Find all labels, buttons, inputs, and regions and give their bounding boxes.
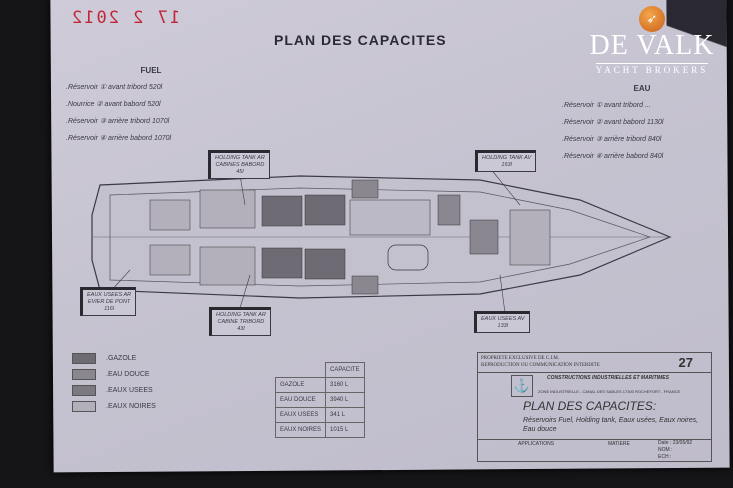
list-item: .Réservoir ④ arrière babord 840l	[562, 153, 664, 160]
plan-subtitle: Réservoirs Fuel, Holding tank, Eaux usée…	[523, 417, 699, 433]
tank-fuel	[261, 247, 303, 279]
company-address: ZONE INDUSTRIELLE - CANAL DES SABLES 173…	[538, 389, 681, 394]
tag-line: CABINES BABORD	[215, 162, 265, 168]
repro-text: REPRODUCTION OU COMMUNICATION INTERDITE	[481, 363, 600, 368]
legend-item: .GAZOLE	[72, 350, 156, 366]
ech-field: ECH :	[658, 454, 672, 460]
list-item: .Réservoir ① avant tribord 520l	[66, 84, 163, 91]
bird-logo-icon: ➶	[639, 6, 665, 32]
legend-label: .EAUX NOIRES	[106, 402, 156, 410]
legend-label: .GAZOLE	[106, 354, 137, 362]
tag-line: HOLDING TANK AR	[216, 312, 266, 318]
tank-water	[437, 194, 461, 226]
nom-field: NOM :	[658, 447, 673, 453]
tank-fuel	[304, 194, 346, 226]
tag-holding-ar-babord: HOLDING TANK AR CABINES BABORD 45l	[208, 150, 270, 179]
tag-line: HOLDING TANK AR	[215, 155, 265, 161]
legend-item: .EAU DOUCE	[72, 366, 156, 382]
page-title: PLAN DES CAPACITES	[274, 32, 447, 48]
tank-water	[351, 275, 379, 295]
legend: .GAZOLE .EAU DOUCE .EAUX USEES .EAUX NOI…	[72, 350, 156, 414]
date-field: Date : 23/05/92	[658, 440, 693, 446]
fuel-list: FUEL .Réservoir ① avant tribord 520l .No…	[66, 62, 236, 147]
watermark-name: DE VALK	[589, 30, 715, 61]
tank-black	[199, 246, 256, 286]
tag-eaux-usees-ar: EAUX USEES AR EVIER DE PONT 116l	[80, 287, 137, 316]
legend-label: .EAUX USEES	[106, 386, 153, 394]
eau-list: EAU .Réservoir ① avant tribord ... .Rése…	[562, 80, 722, 165]
legend-label: .EAU DOUCE	[106, 370, 150, 378]
cockpit	[349, 199, 431, 236]
tag-line: 133l	[497, 323, 508, 329]
list-item: .Nourrice ② avant babord 520l	[66, 101, 161, 108]
title-block: PROPRIETE EXCLUSIVE DE C.I.M. REPRODUCTI…	[477, 352, 712, 462]
tag-eaux-usees-av: EAUX USEES AV 133l	[474, 311, 530, 333]
company-name: CONSTRUCTIONS INDUSTRIELLES ET MARITIMES	[547, 375, 669, 381]
tank-fuel	[261, 195, 303, 227]
list-item: .Réservoir ② avant babord 1130l	[562, 119, 664, 126]
tag-line: CABINE TRIBORD	[217, 319, 265, 325]
saloon-table	[387, 244, 429, 271]
tank-fuel	[304, 248, 346, 280]
tag-line: 153l	[501, 162, 512, 168]
tank-black	[149, 199, 191, 231]
legend-item: .EAUX USEES	[72, 382, 156, 398]
plan-title: PLAN DES CAPACITES:	[523, 399, 657, 413]
tank-black	[199, 189, 256, 229]
tag-holding-ar-tribord: HOLDING TANK AR CABINE TRIBORD 43l	[209, 307, 271, 336]
fuel-heading: FUEL	[140, 66, 162, 75]
tag-line: EAUX USEES AR	[87, 292, 132, 298]
column-header: CAPACITE	[325, 362, 365, 378]
matiere-label: MATIERE	[608, 441, 630, 447]
applications-label: APPLICATIONS	[518, 441, 555, 447]
tag-line: 45l	[236, 169, 244, 175]
tag-holding-av: HOLDING TANK AV 153l	[475, 150, 537, 172]
owner-text: PROPRIETE EXCLUSIVE DE C.I.M.	[481, 356, 560, 361]
tag-line: EAUX USEES AV	[481, 316, 525, 322]
list-item: .Réservoir ④ arrière babord 1070l	[66, 135, 172, 142]
devalk-watermark: ➶ DE VALK YACHT BROKERS	[582, 6, 722, 78]
tag-line: 116l	[104, 306, 115, 312]
tag-line: HOLDING TANK AV	[482, 155, 532, 161]
drawing-number: 27	[678, 355, 693, 370]
tank-water	[351, 179, 379, 199]
list-item: .Réservoir ① avant tribord ...	[562, 102, 651, 109]
legend-item: .EAUX NOIRES	[72, 398, 156, 414]
tag-line: 43l	[237, 326, 245, 332]
tank-black	[509, 209, 551, 266]
eau-heading: EAU	[633, 84, 651, 93]
cim-logo-icon: ⚓	[511, 375, 533, 397]
tag-line: EVIER DE PONT	[87, 299, 131, 305]
list-item: .Réservoir ③ arrière tribord 1070l	[66, 118, 170, 125]
tank-water	[469, 219, 499, 255]
watermark-sub: YACHT BROKERS	[595, 63, 709, 75]
list-item: .Réservoir ③ arrière tribord 840l	[562, 136, 662, 143]
tank-black	[149, 244, 191, 276]
